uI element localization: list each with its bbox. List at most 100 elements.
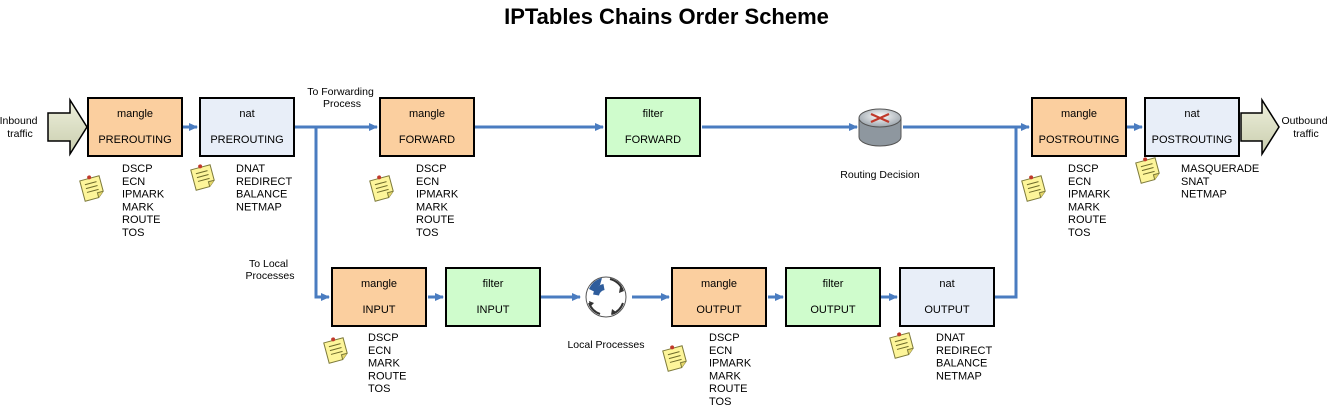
target-item: MARK: [122, 201, 154, 213]
target-item: TOS: [709, 396, 731, 408]
sticky-note-icon: [889, 332, 914, 359]
diagram-title: IPTables Chains Order Scheme: [504, 4, 829, 29]
table-name: filter: [643, 108, 664, 120]
inbound-label: Inbound traffic: [0, 115, 40, 140]
chain-box-bg: [379, 97, 475, 157]
chain-box-bg: [1031, 97, 1127, 157]
target-item: DSCP: [1068, 163, 1099, 175]
target-item: ROUTE: [1068, 214, 1107, 226]
chain-name: OUTPUT: [810, 304, 856, 316]
chain-name: POSTROUTING: [1039, 134, 1120, 146]
chain-box-bg: [605, 97, 701, 157]
chain-name: FORWARD: [625, 134, 681, 146]
chain-box-bg: [331, 267, 427, 327]
target-item: ROUTE: [416, 214, 455, 226]
table-name: filter: [483, 278, 504, 290]
outbound-arrow-icon: [1240, 97, 1280, 157]
chain-name: PREROUTING: [210, 134, 283, 146]
sticky-note-icon: [369, 175, 394, 202]
table-name: mangle: [361, 278, 397, 290]
table-name: mangle: [1061, 108, 1097, 120]
chain-name: OUTPUT: [696, 304, 742, 316]
chain-box-bg: [445, 267, 541, 327]
chain-box-bg: [87, 97, 183, 157]
chain-box-bg: [199, 97, 295, 157]
routing-decision-label: Routing Decision: [840, 169, 920, 181]
target-item: REDIRECT: [236, 176, 293, 188]
chain-name: PREROUTING: [98, 134, 171, 146]
target-item: MARK: [1068, 201, 1100, 213]
cycle-arrows-icon: [585, 276, 627, 318]
target-item: TOS: [368, 383, 390, 395]
target-item: ECN: [1068, 176, 1091, 188]
target-item: TOS: [1068, 227, 1090, 239]
target-item: MASQUERADE: [1181, 163, 1259, 175]
inbound-arrow-icon: [47, 97, 88, 157]
target-item: IPMARK: [122, 189, 165, 201]
target-item: TOS: [416, 227, 438, 239]
target-item: DSCP: [416, 163, 447, 175]
sticky-note-icon: [190, 164, 215, 191]
target-item: ECN: [368, 345, 391, 357]
target-item: BALANCE: [236, 189, 287, 201]
target-item: IPMARK: [1068, 189, 1111, 201]
chain-name: POSTROUTING: [1152, 134, 1233, 146]
table-name: nat: [939, 278, 954, 290]
chain-name: INPUT: [363, 304, 396, 316]
target-item: NETMAP: [236, 201, 282, 213]
to-local-label: To Local Processes: [245, 258, 294, 282]
target-item: ECN: [709, 345, 732, 357]
target-item: MARK: [416, 201, 448, 213]
target-item: SNAT: [1181, 176, 1210, 188]
chain-name: INPUT: [477, 304, 510, 316]
target-item: IPMARK: [709, 358, 752, 370]
sticky-note-icon: [662, 345, 687, 372]
outbound-label: Outbound traffic: [1281, 115, 1330, 140]
table-name: nat: [239, 108, 254, 120]
target-item: DNAT: [236, 163, 265, 175]
target-item: MARK: [368, 358, 400, 370]
chain-box-bg: [671, 267, 767, 327]
target-item: NETMAP: [936, 370, 982, 382]
local-processes-label: Local Processes: [567, 339, 644, 351]
table-name: mangle: [701, 278, 737, 290]
table-name: mangle: [117, 108, 153, 120]
chain-box-bg: [785, 267, 881, 327]
chain-box-bg: [899, 267, 995, 327]
chain-box-bg: [1144, 97, 1240, 157]
sticky-note-icon: [323, 337, 348, 364]
arrow-branch-to-minput: [314, 127, 330, 301]
target-item: DSCP: [368, 332, 399, 344]
target-item: MARK: [709, 370, 741, 382]
chain-name: OUTPUT: [924, 304, 970, 316]
target-item: DSCP: [709, 332, 740, 344]
sticky-note-icon: [1135, 157, 1160, 184]
target-item: ROUTE: [368, 370, 407, 382]
table-name: nat: [1184, 108, 1199, 120]
target-item: IPMARK: [416, 189, 459, 201]
target-item: ECN: [416, 176, 439, 188]
sticky-note-icon: [1021, 175, 1046, 202]
to-forwarding-label: To Forwarding Process: [307, 86, 376, 110]
chain-name: FORWARD: [399, 134, 455, 146]
target-item: DNAT: [936, 332, 965, 344]
router-icon: [858, 108, 902, 147]
